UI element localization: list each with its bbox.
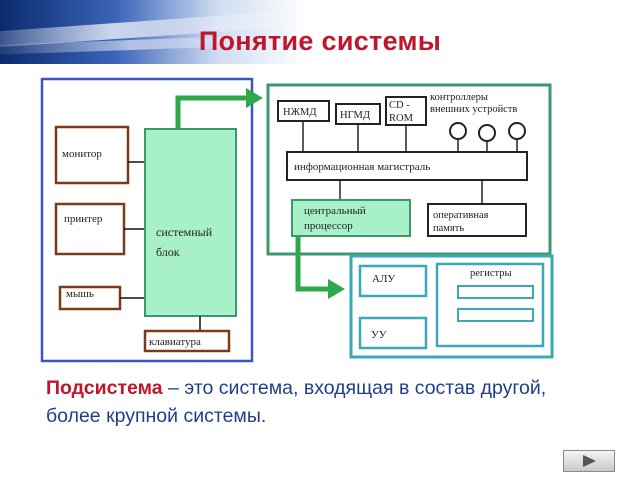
definition-term: Подсистема [46, 377, 163, 399]
cdrom-label-line1: CD - [389, 100, 410, 111]
ram-label-line2: память [433, 223, 464, 234]
cpu-label-line1: центральный [304, 205, 366, 217]
definition-text: Подсистема – это система, входящая в сос… [46, 374, 606, 430]
fdd-label: НГМД [340, 110, 370, 121]
system-unit-label-line2: блок [156, 245, 180, 259]
system-unit-box [144, 128, 237, 317]
printer-box [54, 202, 126, 256]
bus-box [286, 151, 528, 181]
mouse-label: мышь [66, 288, 94, 300]
port-icon [449, 122, 467, 140]
controllers-label-line1: контроллеры [430, 92, 488, 103]
registers-label: регистры [470, 268, 512, 279]
page-title: Понятие системы [198, 26, 442, 56]
arrow-head-processor [328, 279, 345, 299]
cu-box [358, 316, 428, 350]
alu-label: АЛУ [372, 273, 395, 285]
keyboard-label: клавиатура [149, 336, 201, 348]
alu-box [358, 264, 428, 298]
header-banner [0, 0, 640, 64]
cpu-label-line2: процессор [304, 220, 353, 232]
cdrom-label-line2: ROM [389, 113, 414, 124]
register-cell [457, 308, 534, 322]
bus-label: информационная магистраль [294, 161, 430, 173]
port-icon [508, 122, 526, 140]
definition-body: – это система, входящая в состав другой,… [46, 377, 547, 427]
arrow-head-structure [246, 88, 263, 108]
monitor-label: монитор [62, 148, 102, 160]
arrow-to-structure [175, 95, 250, 129]
ram-box [427, 203, 527, 237]
cu-label: УУ [371, 329, 387, 341]
keyboard-box [143, 329, 231, 353]
printer-label: принтер [64, 213, 103, 225]
ram-label-line1: оперативная [433, 210, 489, 221]
next-slide-button[interactable] [563, 450, 615, 472]
registers-box [435, 262, 545, 348]
register-cell [457, 285, 534, 299]
controllers-label-line2: внешних устройств [430, 104, 517, 115]
play-triangle-icon [583, 455, 596, 467]
port-icon [478, 124, 496, 142]
system-unit-label-line1: системный [156, 225, 213, 239]
arrow-to-processor [295, 236, 332, 292]
hdd-label: НЖМД [283, 107, 317, 118]
monitor-box [54, 125, 130, 185]
cdrom-box [385, 96, 427, 126]
system-diagram: монитор принтер мышь системный блок клав… [40, 77, 554, 363]
cpu-box [291, 199, 411, 237]
